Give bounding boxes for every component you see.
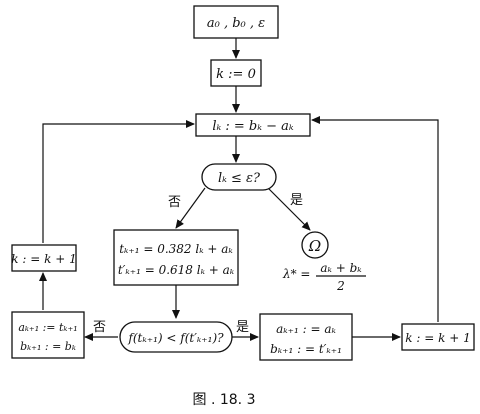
arrow-right-loop bbox=[311, 116, 439, 322]
condition-no-label: 否 bbox=[168, 195, 181, 210]
condition-yes-label: 是 bbox=[290, 193, 303, 208]
right-update-b-label: bₖ₊₁ : = t′ₖ₊₁ bbox=[270, 342, 342, 356]
compare-no-label: 否 bbox=[93, 320, 106, 335]
compare-box: f(tₖ₊₁) < f(t′ₖ₊₁)? bbox=[119, 321, 233, 353]
probe-box: tₖ₊₁ = 0.382 lₖ + aₖ t′ₖ₊₁ = 0.618 lₖ + … bbox=[113, 229, 239, 286]
result-lhs: λ* = bbox=[282, 267, 310, 281]
arrow-condition-to-probes bbox=[175, 187, 206, 229]
init-box: k := 0 bbox=[210, 59, 262, 87]
left-increment-box: k : = k + 1 bbox=[11, 244, 77, 272]
init-label: k := 0 bbox=[216, 67, 256, 82]
right-increment-box: k : = k + 1 bbox=[401, 323, 475, 351]
right-increment-label: k : = k + 1 bbox=[405, 331, 470, 345]
result-numerator: aₖ + bₖ bbox=[320, 261, 362, 275]
length-label: lₖ : = bₖ − aₖ bbox=[212, 119, 294, 134]
input-label: a₀ , b₀ , ε bbox=[207, 16, 265, 31]
figure-caption: 图 . 18. 3 bbox=[193, 392, 256, 408]
compare-label: f(tₖ₊₁) < f(t′ₖ₊₁)? bbox=[127, 331, 224, 345]
right-update-box: aₖ₊₁ : = aₖ bₖ₊₁ : = t′ₖ₊₁ bbox=[259, 313, 353, 361]
left-update-b-label: bₖ₊₁ : = bₖ bbox=[20, 340, 76, 353]
probe-t-prime-label: t′ₖ₊₁ = 0.618 lₖ + aₖ bbox=[118, 263, 235, 277]
left-update-a-label: aₖ₊₁ := tₖ₊₁ bbox=[18, 321, 77, 334]
arrow-condition-to-terminal bbox=[267, 187, 311, 231]
left-update-box: aₖ₊₁ := tₖ₊₁ bₖ₊₁ : = bₖ bbox=[11, 311, 85, 359]
connectors bbox=[39, 38, 439, 341]
input-box: a₀ , b₀ , ε bbox=[193, 5, 279, 39]
condition-box: lₖ ≤ ε? bbox=[201, 163, 277, 191]
right-update-a-label: aₖ₊₁ : = aₖ bbox=[276, 322, 336, 336]
terminal-node: Ω bbox=[301, 231, 329, 259]
arrow-left-loop bbox=[42, 120, 195, 243]
condition-label: lₖ ≤ ε? bbox=[218, 171, 261, 186]
terminal-label: Ω bbox=[308, 237, 321, 255]
result-formula: λ* = aₖ + bₖ 2 bbox=[282, 261, 366, 293]
length-box: lₖ : = bₖ − aₖ bbox=[195, 113, 311, 137]
probe-t-label: tₖ₊₁ = 0.382 lₖ + aₖ bbox=[119, 242, 233, 256]
left-increment-label: k : = k + 1 bbox=[11, 252, 76, 266]
compare-yes-label: 是 bbox=[236, 320, 249, 335]
result-denominator: 2 bbox=[336, 279, 345, 293]
